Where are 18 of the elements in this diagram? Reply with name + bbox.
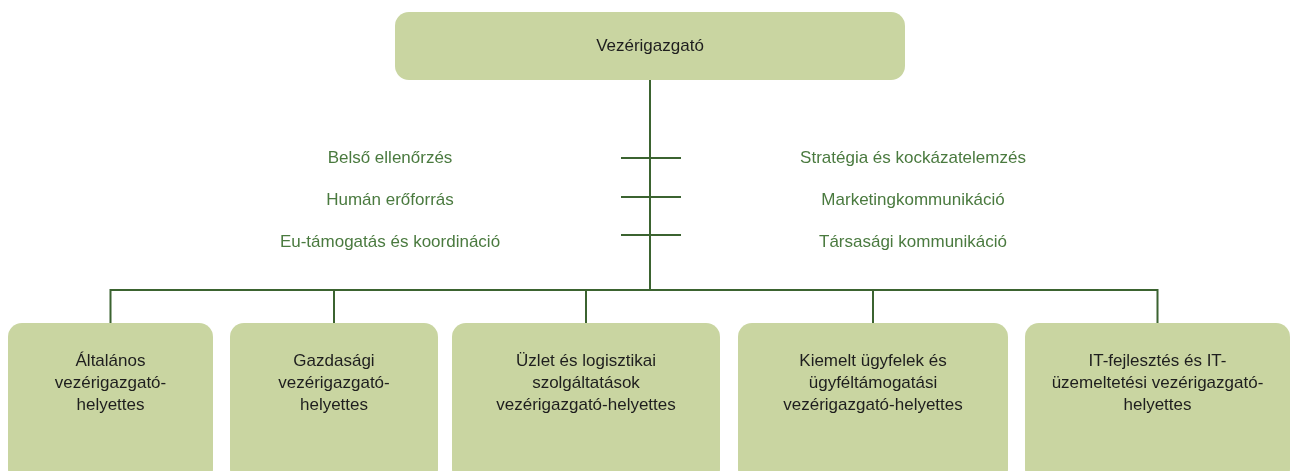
box-text: Vezérigazgató bbox=[596, 35, 704, 57]
deputy-box bbox=[8, 323, 213, 471]
box-text: Kiemelt ügyfelek és ügyféltámogatási vezérigazgató-helyettes bbox=[782, 350, 964, 416]
staff-unit-label: Stratégia és kockázatelemzés bbox=[800, 147, 1026, 170]
box-text: IT-fejlesztés és IT-üzemeltetési vezérigazgató-helyettes bbox=[1050, 350, 1265, 416]
staff-unit-label: Humán erőforrás bbox=[326, 189, 454, 212]
box-text: Általános vezérigazgató-helyettes bbox=[53, 350, 168, 416]
deputy-box bbox=[230, 323, 438, 471]
box-text: Üzlet és logisztikai szolgáltatások vezérigazgató-helyettes bbox=[495, 350, 677, 416]
staff-unit-label: Társasági kommunikáció bbox=[819, 231, 1007, 254]
staff-unit-label: Eu-támogatás és koordináció bbox=[279, 231, 501, 254]
staff-unit-label: Belső ellenőrzés bbox=[327, 147, 453, 170]
staff-unit-label: Marketingkommunikáció bbox=[821, 189, 1005, 212]
ceo-box bbox=[395, 12, 905, 80]
box-text: Gazdasági vezérigazgató-helyettes bbox=[277, 350, 391, 416]
deputy-box bbox=[1025, 323, 1290, 471]
deputy-box bbox=[452, 323, 720, 471]
deputy-box bbox=[738, 323, 1008, 471]
